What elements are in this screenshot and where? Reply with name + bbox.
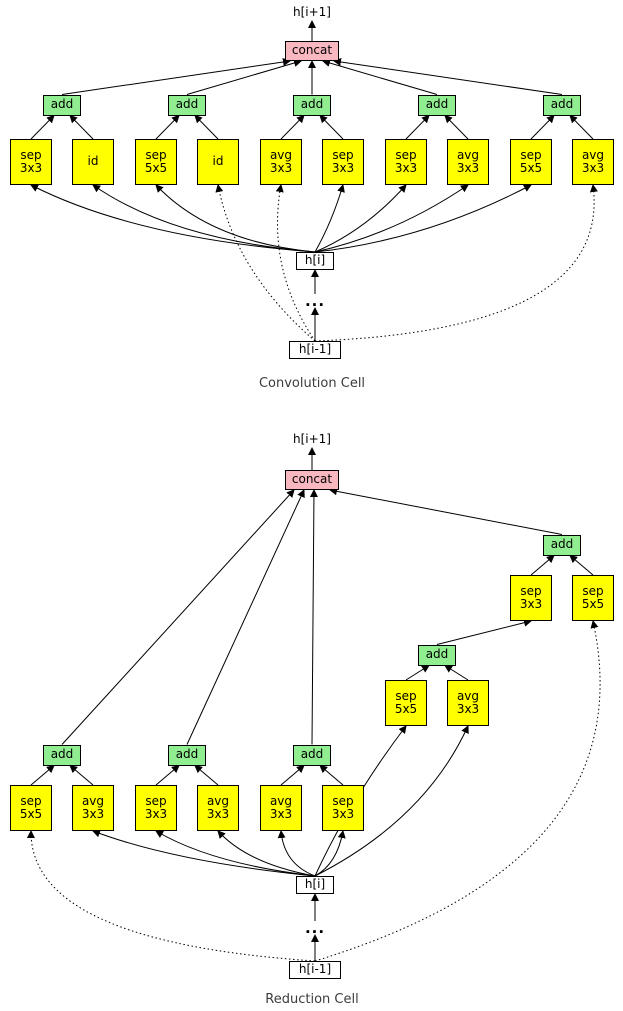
add-node-2: add bbox=[168, 744, 206, 766]
edge-r1b-addr1 bbox=[69, 764, 94, 786]
edge-c1-add3 bbox=[280, 114, 305, 140]
edge-hi-r3a bbox=[277, 830, 316, 877]
add-node-4: add bbox=[418, 644, 456, 666]
edge-r5b-addr5 bbox=[569, 554, 594, 576]
edge-him1-r5b bbox=[314, 620, 601, 962]
hidden-state-him1: h[i-1] bbox=[289, 341, 341, 359]
edge-hi-r1b bbox=[92, 829, 316, 877]
add-node-5: add bbox=[543, 534, 581, 556]
edge-d1-add4 bbox=[405, 114, 430, 140]
edge-r3a-addr3 bbox=[280, 764, 305, 786]
edge-a1-add1 bbox=[30, 114, 55, 140]
add-node-1: add bbox=[43, 94, 81, 116]
edge-r5a-addr5 bbox=[530, 554, 555, 576]
op-avg3x3: avg 3x3 bbox=[572, 139, 614, 185]
edge-addr3-concat bbox=[309, 489, 318, 745]
op-sep5x5: sep 5x5 bbox=[135, 139, 177, 185]
op-sep3x3: sep 3x3 bbox=[10, 139, 52, 185]
op-sep5x5: sep 5x5 bbox=[385, 680, 427, 726]
op-sep3x3: sep 3x3 bbox=[510, 575, 552, 621]
op-sep3x3: sep 3x3 bbox=[322, 139, 364, 185]
concat-node: concat bbox=[285, 41, 339, 61]
hidden-state-hi: h[i] bbox=[296, 876, 334, 894]
edge-hi-r3b bbox=[314, 830, 346, 877]
edge-hi-a1 bbox=[30, 184, 316, 253]
diagram-caption: Reduction Cell bbox=[265, 991, 359, 1007]
op-sep3x3: sep 3x3 bbox=[385, 139, 427, 185]
edge-hi-b1 bbox=[155, 184, 316, 253]
diagram-caption: Convolution Cell bbox=[258, 375, 366, 391]
add-node-5: add bbox=[543, 94, 581, 116]
edge-addr5-concat bbox=[329, 487, 563, 535]
edge-b2-add2 bbox=[194, 114, 219, 140]
op-avg3x3: avg 3x3 bbox=[260, 785, 302, 831]
edge-addr4-r5a bbox=[436, 618, 532, 645]
op-sep3x3: sep 3x3 bbox=[135, 785, 177, 831]
op-id: id bbox=[72, 139, 114, 185]
edge-him1-c1 bbox=[275, 184, 316, 342]
edge-addr1-concat bbox=[61, 489, 295, 745]
edge-addr2-concat bbox=[186, 489, 305, 745]
edge-b1-add2 bbox=[155, 114, 180, 140]
edge-hi-c2 bbox=[314, 184, 345, 253]
edge-hi-a2 bbox=[92, 184, 316, 253]
edge-add4-concat bbox=[322, 59, 438, 95]
op-avg3x3: avg 3x3 bbox=[447, 680, 489, 726]
edge-hi-r2b bbox=[217, 830, 316, 877]
edge-hi-r4b bbox=[314, 725, 469, 877]
op-avg3x3: avg 3x3 bbox=[447, 139, 489, 185]
edge-r2a-addr2 bbox=[155, 764, 180, 786]
edge-e2-add5 bbox=[569, 114, 594, 140]
output-label: h[i+1] bbox=[293, 5, 331, 20]
add-node-1: add bbox=[43, 744, 81, 766]
edge-r4a-addr4 bbox=[405, 664, 430, 681]
op-id: id bbox=[197, 139, 239, 185]
output-label: h[i+1] bbox=[293, 432, 331, 447]
edge-r1a-addr1 bbox=[30, 764, 55, 786]
concat-node: concat bbox=[285, 470, 339, 490]
edge-c2-add3 bbox=[319, 114, 344, 140]
edge-add5-concat bbox=[333, 58, 563, 95]
edge-add2-concat bbox=[186, 59, 302, 95]
add-node-4: add bbox=[418, 94, 456, 116]
ellipsis: ... bbox=[304, 291, 326, 310]
edge-r3b-addr3 bbox=[319, 764, 344, 786]
edge-a2-add1 bbox=[69, 114, 94, 140]
edge-him1-r1a bbox=[26, 830, 316, 962]
op-sep3x3: sep 3x3 bbox=[322, 785, 364, 831]
add-node-3: add bbox=[293, 94, 331, 116]
op-sep5x5: sep 5x5 bbox=[510, 139, 552, 185]
op-sep5x5: sep 5x5 bbox=[10, 785, 52, 831]
edge-hi-r2a bbox=[155, 830, 316, 877]
edge-add1-concat bbox=[61, 58, 291, 95]
add-node-2: add bbox=[168, 94, 206, 116]
add-node-3: add bbox=[293, 744, 331, 766]
op-avg3x3: avg 3x3 bbox=[197, 785, 239, 831]
edge-e1-add5 bbox=[530, 114, 555, 140]
op-avg3x3: avg 3x3 bbox=[260, 139, 302, 185]
edge-hi-e1 bbox=[314, 184, 532, 253]
edge-hi-d1 bbox=[314, 184, 407, 253]
edge-r4b-addr4 bbox=[444, 664, 469, 681]
op-avg3x3: avg 3x3 bbox=[72, 785, 114, 831]
edge-him1-e2 bbox=[314, 184, 598, 342]
hidden-state-hi: h[i] bbox=[296, 252, 334, 270]
op-sep5x5: sep 5x5 bbox=[572, 575, 614, 621]
edge-r2b-addr2 bbox=[194, 764, 219, 786]
edge-hi-d2 bbox=[314, 184, 469, 253]
ellipsis: ... bbox=[304, 918, 326, 937]
hidden-state-him1: h[i-1] bbox=[289, 961, 341, 979]
edge-d2-add4 bbox=[444, 114, 469, 140]
